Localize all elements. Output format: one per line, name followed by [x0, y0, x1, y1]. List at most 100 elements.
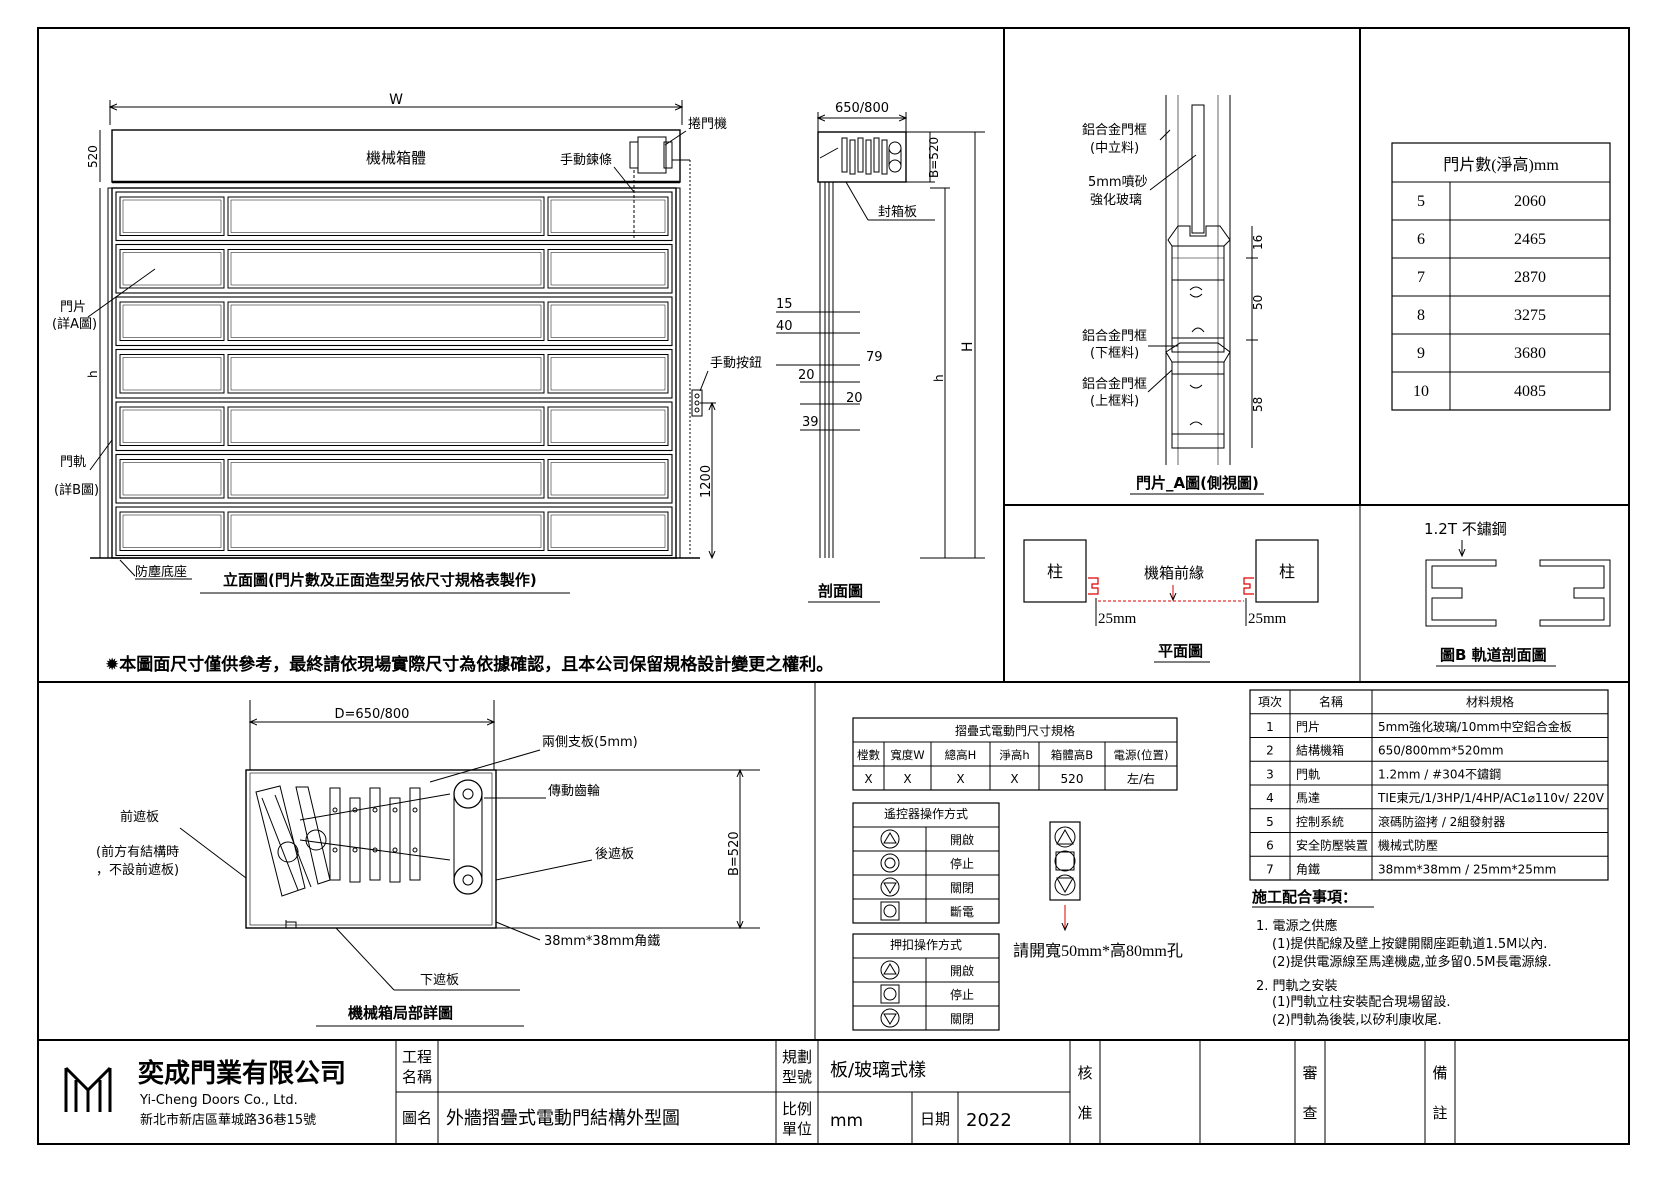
glass-pane	[227, 196, 545, 236]
plan-pillar-right: 柱	[1279, 562, 1295, 581]
spec-table-header: 寬度W	[890, 748, 924, 762]
spec-table-value: 左/右	[1127, 771, 1155, 786]
rail-b-view: 1.2T 不鏽鋼 圖B 軌道剖面圖	[1424, 520, 1611, 667]
glass-pane-inner	[122, 462, 222, 496]
glass-pane	[227, 406, 545, 446]
glass-pane	[119, 301, 225, 341]
door-panel	[115, 401, 673, 452]
disclaimer: ✹本圖面尺寸僅供參考，最終請依現場實際尺寸為依據確認，且本公司保留規格設計變更之…	[105, 654, 833, 675]
spec-table-value: X	[956, 772, 964, 786]
remote-ops-title: 遙控器操作方式	[884, 806, 968, 821]
door-panel	[115, 348, 673, 399]
slat-hole	[392, 807, 398, 813]
review-label-1: 審	[1302, 1064, 1317, 1082]
materials-item-name: 結構機箱	[1296, 743, 1344, 758]
glass-pane-inner	[230, 514, 542, 548]
company-logo	[64, 1066, 112, 1112]
scale-label-1: 比例	[782, 1100, 812, 1118]
glass-pane-inner	[550, 462, 666, 496]
label-cover-board: 封箱板	[878, 204, 917, 220]
label-frame-mid-sub: (中立料)	[1090, 141, 1139, 156]
down-triangle-icon	[880, 877, 900, 897]
count-table-panels: 9	[1417, 345, 1425, 362]
section-dim-79: 79	[866, 350, 883, 365]
glass-pane-inner	[550, 199, 666, 233]
slat-hole	[332, 847, 338, 853]
glass-pane-inner	[122, 514, 222, 548]
section-slat	[849, 139, 856, 175]
box-slat	[369, 787, 381, 881]
panel-up-icon	[1056, 828, 1074, 845]
section-dim-b: B=520	[927, 137, 941, 178]
notes-line-3: (2)提供電源線至馬達機處,並多留0.5M長電源線.	[1272, 954, 1552, 970]
count-table-height: 2870	[1514, 269, 1546, 286]
materials-header: 名稱	[1319, 694, 1343, 709]
count-table-height: 2465	[1514, 231, 1546, 248]
label-mechanical-box: 機械箱體	[366, 149, 426, 167]
box-detail-caption: 機械箱局部詳圖	[348, 1004, 453, 1022]
glass-pane-inner	[550, 252, 666, 286]
materials-item-name: 安全防壓裝置	[1296, 838, 1368, 853]
box-slat	[349, 797, 361, 883]
glass-pane	[547, 459, 669, 499]
model-value: 板/玻璃式樣	[830, 1060, 926, 1081]
company-address: 新北市新店區華城路36巷15號	[140, 1112, 316, 1128]
materials-item-spec: 650/800mm*520mm	[1378, 744, 1504, 758]
remote_ops-label: 開啟	[950, 832, 974, 847]
remote_ops-label: 停止	[950, 856, 974, 871]
label-panel-sub: (詳A圖)	[52, 316, 97, 332]
approve-label-1: 核	[1077, 1064, 1092, 1082]
label-glass-sub: 強化玻璃	[1090, 193, 1142, 208]
glass-pane-inner	[122, 304, 222, 338]
materials-item-no: 3	[1266, 767, 1274, 781]
label-front-note-1: (前方有結構時	[96, 844, 179, 860]
square-stop-icon	[880, 984, 900, 1004]
glass-pane-inner	[550, 409, 666, 443]
label-rear-cover: 後遮板	[595, 846, 634, 862]
box-slat	[409, 787, 421, 881]
date-value: 2022	[966, 1110, 1012, 1131]
count-table-header: 門片數(淨高)mm	[1443, 156, 1559, 174]
materials-item-name: 門軌	[1296, 766, 1320, 781]
glass-pane-inner	[550, 304, 666, 338]
label-motor: 捲門機	[688, 117, 727, 132]
label-dust-base: 防塵底座	[135, 564, 187, 580]
spec-table-header: 箱體高B	[1051, 748, 1093, 762]
label-manual-chain: 手動鍊條	[560, 153, 612, 168]
spec-table-title: 摺疊式電動門尺寸規格	[955, 723, 1075, 738]
glass-pane	[547, 354, 669, 394]
plan-box-front: 機箱前緣	[1144, 564, 1204, 582]
materials-item-no: 7	[1266, 862, 1274, 876]
door-panel	[115, 191, 673, 242]
slat-hole	[412, 807, 418, 813]
plan-pillar-left: 柱	[1047, 562, 1063, 581]
glass-pane-inner	[230, 357, 542, 391]
count-table-panels: 7	[1417, 269, 1425, 286]
drawing-name: 外牆摺疊式電動門結構外型圖	[446, 1108, 680, 1129]
glass-pane	[227, 249, 545, 289]
box-slat	[329, 787, 341, 881]
count-table-panels: 10	[1413, 383, 1429, 400]
materials-item-spec: 5mm強化玻璃/10mm中空鋁合金板	[1378, 719, 1572, 734]
glass-pane-inner	[122, 409, 222, 443]
spec-table-header: 淨高h	[999, 748, 1029, 762]
glass-pane-inner	[122, 199, 222, 233]
glass-pane	[119, 406, 225, 446]
push-ops-title: 押扣操作方式	[890, 937, 962, 952]
label-frame-up: 鋁合金門框	[1082, 376, 1147, 392]
glass-pane-inner	[122, 357, 222, 391]
count-table-height: 2060	[1514, 193, 1546, 210]
notes-line-4: 2. 門軌之安裝	[1256, 978, 1338, 994]
glass-pane	[227, 459, 545, 499]
spec-table-header: 電源(位置)	[1114, 748, 1169, 762]
materials-item-no: 2	[1266, 744, 1274, 758]
section-dim-20b: 20	[846, 391, 863, 406]
glass-pane-inner	[550, 514, 666, 548]
plan-caption: 平面圖	[1158, 642, 1203, 660]
notes-line-2: (1)提供配線及壁上按鍵開關座距軌道1.5M以內.	[1272, 936, 1547, 952]
